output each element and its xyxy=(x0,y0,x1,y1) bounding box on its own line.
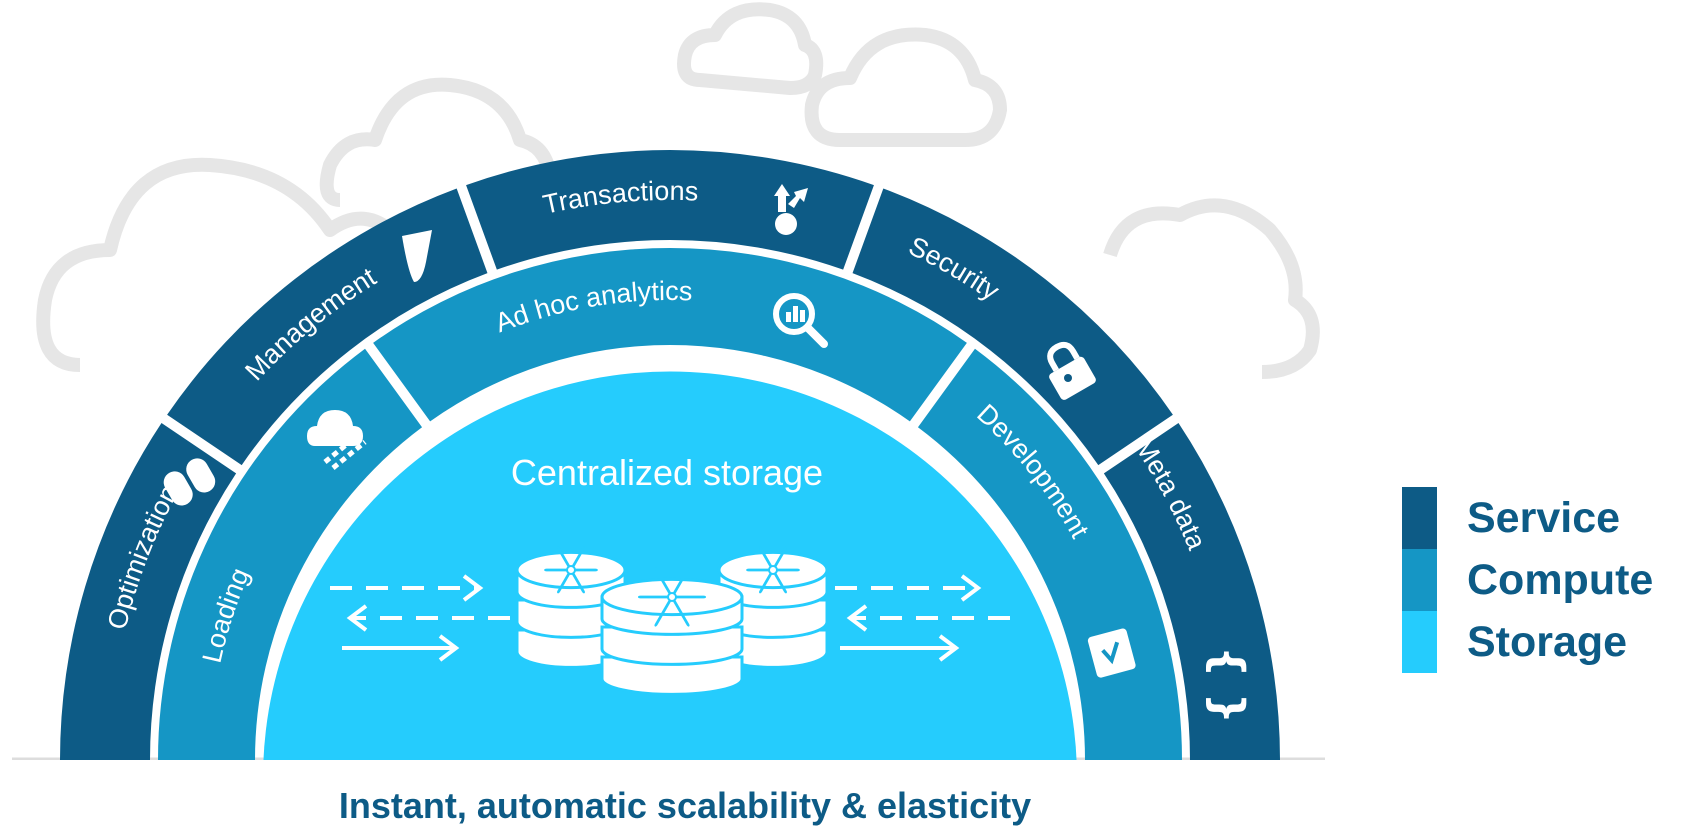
code-window-icon xyxy=(1087,628,1136,678)
cloud-icon xyxy=(677,2,824,95)
legend-item-service: Service xyxy=(1402,487,1653,549)
padlock-icon xyxy=(1047,341,1096,400)
database-right-icon xyxy=(717,546,829,669)
legend-swatch-storage xyxy=(1402,611,1437,673)
arrow-right-icon xyxy=(840,634,960,662)
legend-label: Storage xyxy=(1467,617,1628,666)
cloud-icon xyxy=(804,27,1007,147)
curly-braces-icon: { } xyxy=(1199,646,1250,724)
svg-text:{ }: { } xyxy=(1199,646,1250,724)
arrow-right-icon xyxy=(342,634,460,662)
service-segment xyxy=(466,149,874,270)
snowflake-icon xyxy=(544,546,598,594)
service-segment-shape xyxy=(466,149,874,270)
service-segment-shape xyxy=(852,188,1173,466)
caption: Instant, automatic scalability & elastic… xyxy=(338,785,1032,826)
funnel-icon xyxy=(402,230,432,282)
compute-segment xyxy=(158,348,423,765)
magnifier-chart-icon xyxy=(773,293,828,348)
service-segment xyxy=(852,188,1173,466)
compute-segment xyxy=(373,248,967,422)
service-segment xyxy=(60,423,237,765)
legend-item-compute: Compute xyxy=(1402,549,1653,611)
service-segment xyxy=(1103,423,1280,765)
service-segment-shape xyxy=(1103,423,1280,765)
arrow-right-icon xyxy=(330,574,484,602)
cloud-icon xyxy=(319,77,557,207)
arrow-left-icon xyxy=(846,604,1010,632)
legend-swatch-compute xyxy=(1402,549,1437,611)
ring-layers: OptimizationManagementTransactionsSecuri… xyxy=(0,149,1360,834)
cloud-icon xyxy=(1103,198,1320,379)
baseline-mask xyxy=(0,760,1360,834)
compute-segment-shape xyxy=(158,348,423,765)
compute-segment-shape xyxy=(373,248,967,422)
cloud-upload-icon xyxy=(307,410,367,470)
database-left-icon xyxy=(515,546,627,669)
storage-label: Centralized storage xyxy=(511,452,823,493)
legend-label: Compute xyxy=(1467,555,1654,604)
legend-item-storage: Storage xyxy=(1402,611,1653,673)
database-center-icon xyxy=(600,567,744,696)
legend: Service Compute Storage xyxy=(1402,487,1653,673)
legend-label: Service xyxy=(1467,493,1621,542)
service-segment-shape xyxy=(60,423,237,765)
storage-core xyxy=(263,371,1077,770)
snowflake-icon xyxy=(746,546,800,594)
snowflake-icon xyxy=(638,567,706,627)
transactions-icon xyxy=(774,184,808,235)
storage-illustration xyxy=(330,546,1010,696)
legend-swatch-service xyxy=(1402,487,1437,549)
pills-icon xyxy=(163,458,216,506)
arrow-left-icon xyxy=(346,604,510,632)
arrow-right-icon xyxy=(835,574,982,602)
